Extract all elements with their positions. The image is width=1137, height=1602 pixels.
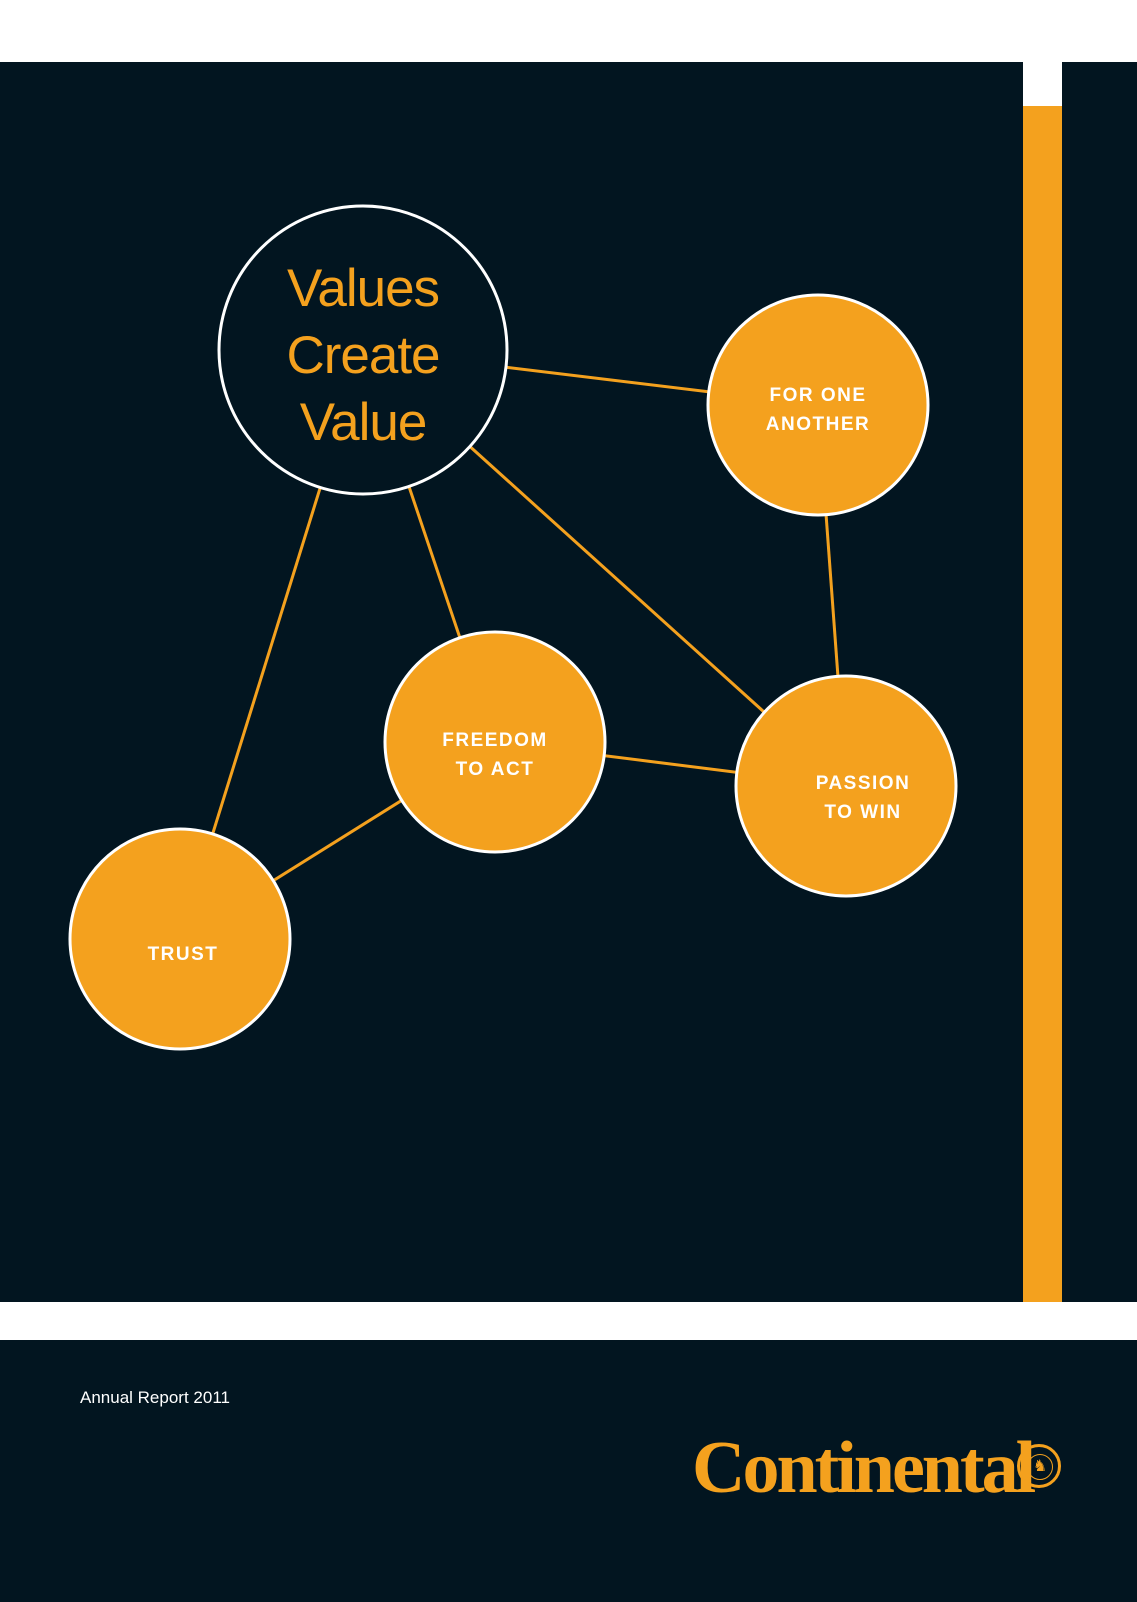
- label-line: FOR ONE: [769, 385, 867, 406]
- horse-icon: ♞: [1027, 1454, 1053, 1480]
- label-passion-to-win: PASSION TO WIN: [763, 769, 963, 827]
- label-line: ANOTHER: [765, 414, 871, 435]
- title-line-1: Values: [286, 259, 440, 318]
- label-line: TO WIN: [824, 802, 902, 823]
- trust-circle: [68, 827, 292, 1051]
- orange-side-bar: [1023, 106, 1062, 1302]
- values-create-value-circle: [217, 204, 509, 496]
- passion-to-win-circle: [734, 674, 958, 898]
- label-line: TO ACT: [455, 759, 535, 780]
- label-for-one-another: FOR ONE ANOTHER: [718, 381, 918, 439]
- horse-emblem-icon: ♞: [1017, 1444, 1061, 1488]
- label-line: FREEDOM: [442, 730, 548, 751]
- logo-wordmark: Continental: [692, 1427, 1036, 1509]
- cover-bottom-panel: [0, 1340, 1137, 1602]
- title-line-2: Create: [286, 326, 440, 385]
- continental-logo: Continental ♞: [692, 1428, 1072, 1508]
- label-line: TRUST: [147, 944, 219, 965]
- title-line-3: Value: [299, 393, 428, 452]
- label-freedom-to-act: FREEDOM TO ACT: [395, 726, 595, 784]
- freedom-to-act-circle: [383, 630, 607, 854]
- label-trust: TRUST: [83, 940, 283, 969]
- annual-report-label: Annual Report 2011: [80, 1388, 230, 1407]
- white-notch: [1023, 62, 1062, 106]
- label-line: PASSION: [815, 773, 911, 794]
- for-one-another-circle: [706, 293, 930, 517]
